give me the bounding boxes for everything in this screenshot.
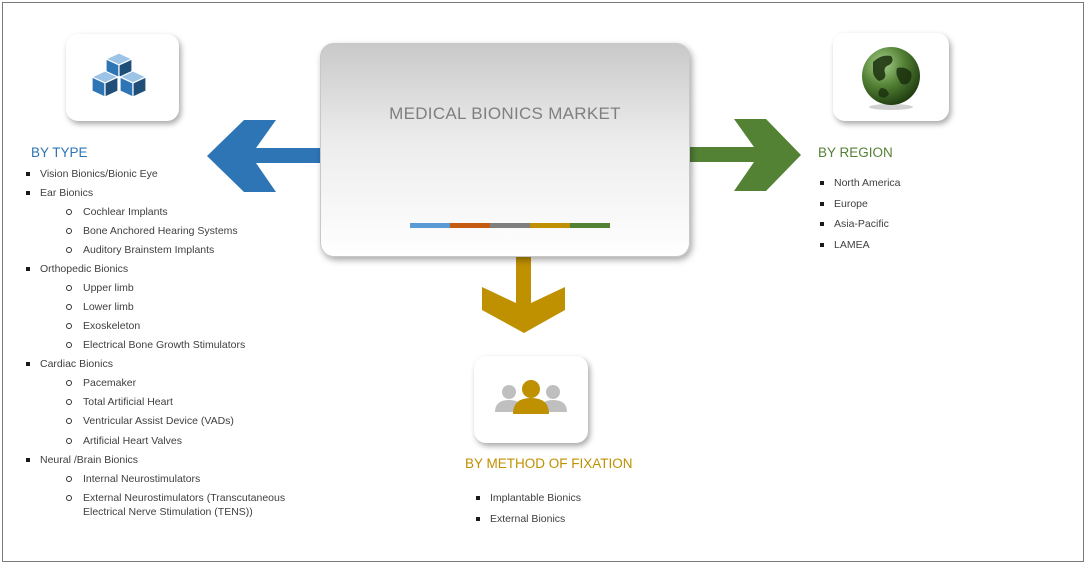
bullet-marker [476, 496, 480, 500]
list-item-text: Lower limb [83, 301, 134, 313]
circle-marker [66, 323, 72, 329]
circle-marker [66, 418, 72, 424]
list-item-text: Ventricular Assist Device (VADs) [83, 415, 234, 427]
list-item-text: Pacemaker [83, 377, 137, 389]
bullet-marker [820, 222, 824, 226]
bullet-marker [26, 362, 30, 366]
circle-marker [66, 209, 72, 215]
market-title-box: MEDICAL BIONICS MARKET [320, 43, 690, 257]
list-item-text: Neural /Brain Bionics [40, 454, 139, 466]
list-item-text: Bone Anchored Hearing Systems [83, 225, 238, 237]
bullet-marker [820, 201, 824, 206]
by-fixation-heading: BY METHOD OF FIXATION [465, 456, 633, 471]
list-item-text: External Neurostimulators (Transcutaneou… [83, 492, 286, 504]
circle-marker [66, 476, 72, 482]
color-bar [410, 223, 610, 228]
list-item-text: External Bionics [490, 513, 566, 525]
bullet-marker [26, 172, 30, 176]
color-bar-segment [450, 223, 490, 228]
list-item-text: Vision Bionics/Bionic Eye [40, 168, 158, 180]
list-item-text: Electrical Bone Growth Stimulators [83, 339, 246, 351]
color-bar-segment [570, 223, 610, 228]
circle-marker [66, 342, 72, 348]
list-item-text: North America [834, 177, 901, 189]
fixation-icon-box [474, 356, 588, 443]
circle-marker [66, 247, 72, 253]
bullet-marker [26, 458, 30, 462]
bullet-marker [26, 267, 30, 271]
circle-marker [66, 438, 72, 444]
by-region-heading: BY REGION [818, 145, 893, 160]
bullet-marker [820, 181, 824, 185]
globe-icon [862, 47, 920, 110]
circle-marker [66, 495, 72, 501]
circle-marker [66, 285, 72, 291]
list-item-text: Electrical Nerve Stimulation (TENS)) [83, 506, 253, 518]
list-item-text: Cochlear Implants [83, 206, 168, 218]
color-bar-segment [530, 223, 570, 228]
bullet-marker [476, 517, 480, 521]
color-bar-segment [410, 223, 450, 228]
list-item-text: Internal Neurostimulators [83, 473, 201, 485]
circle-marker [66, 304, 72, 310]
arrow-down-fixation [482, 257, 565, 333]
list-item-text: Ear Bionics [40, 187, 94, 199]
list-item-text: Upper limb [83, 282, 134, 294]
list-item-text: Auditory Brainstem Implants [83, 244, 215, 256]
list-item-text: Implantable Bionics [490, 492, 582, 504]
market-title: MEDICAL BIONICS MARKET [389, 104, 621, 123]
circle-marker [66, 399, 72, 405]
circle-marker [66, 380, 72, 386]
type-icon-box [66, 34, 179, 121]
list-item-text: Cardiac Bionics [40, 358, 113, 370]
list-item-text: Total Artificial Heart [83, 396, 173, 408]
arrow-right-region [690, 119, 801, 191]
list-item-text: Orthopedic Bionics [40, 263, 129, 275]
by-type-heading: BY TYPE [31, 145, 88, 160]
list-item-text: Asia-Pacific [834, 218, 889, 230]
cubes-icon [90, 51, 147, 98]
people-icon [495, 379, 567, 414]
circle-marker [66, 228, 72, 234]
color-bar-segment [490, 223, 530, 228]
list-item-text: LAMEA [834, 238, 870, 251]
region-icon-box [833, 33, 949, 121]
list-item-text: Artificial Heart Valves [83, 435, 183, 447]
arrow-left-type [207, 120, 320, 192]
list-item-text: Europe [834, 197, 868, 210]
bullet-marker [26, 191, 30, 195]
list-item-text: Exoskeleton [83, 320, 141, 332]
bullet-marker [820, 242, 824, 247]
